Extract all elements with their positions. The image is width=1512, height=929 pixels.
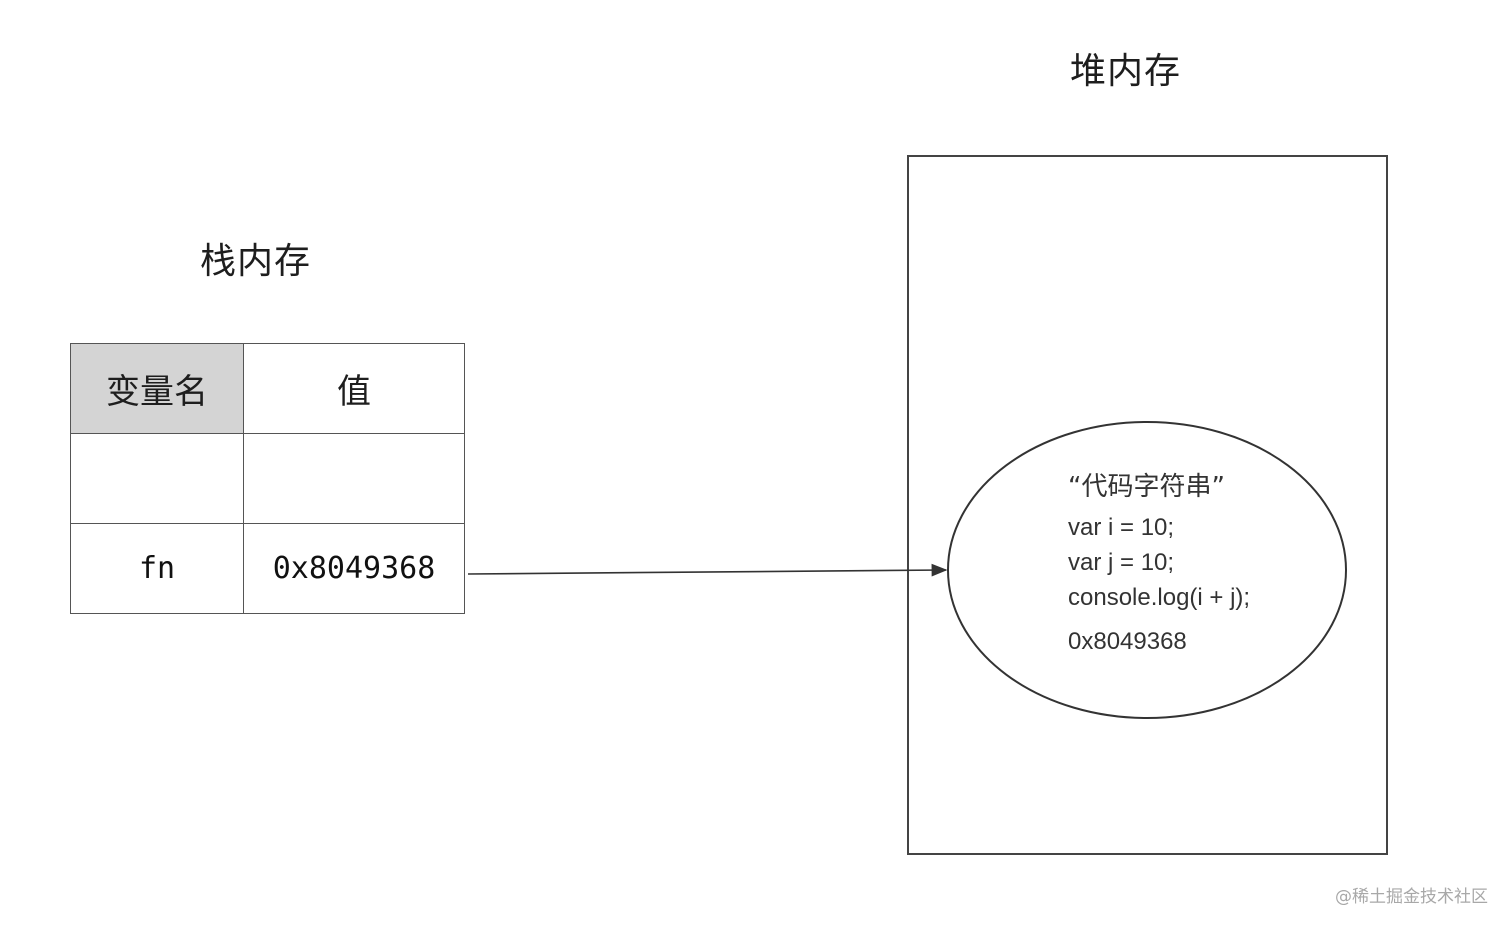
heap-memory-title: 堆内存 — [1070, 51, 1182, 92]
fn-pointer-value: 0x8049368 — [243, 523, 465, 614]
stack-table: 变量名 值 fn 0x8049368 — [70, 343, 465, 614]
heap-object-address: 0x8049368 — [1068, 628, 1187, 655]
fn-variable-name: fn — [70, 523, 244, 614]
reference-arrow — [467, 563, 948, 577]
code-line: var j = 10; — [1068, 549, 1175, 576]
code-string-caption: “代码字符串” — [1068, 472, 1225, 502]
watermark: @稀土掘金技术社区 — [1335, 887, 1488, 907]
heap-memory-box — [907, 155, 1388, 855]
variable-name-header: 变量名 — [70, 343, 244, 434]
heap-object-ellipse — [947, 421, 1347, 719]
stack-memory-title: 栈内存 — [200, 241, 312, 282]
stack-header-row: 变量名 值 — [70, 343, 465, 434]
code-line: var i = 10; — [1068, 514, 1175, 541]
stack-row-fn: fn 0x8049368 — [70, 523, 465, 614]
value-header: 值 — [243, 343, 465, 434]
code-line: console.log(i + j); — [1068, 584, 1251, 611]
